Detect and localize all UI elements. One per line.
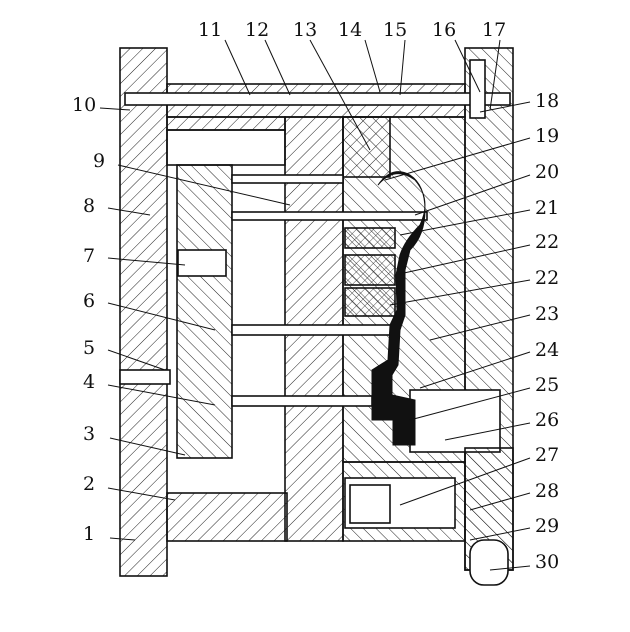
bolt-17 bbox=[469, 59, 486, 119]
leader-line-1 bbox=[109, 537, 136, 541]
leader-line-9 bbox=[117, 164, 291, 206]
insert-21 bbox=[344, 227, 396, 249]
upper-support bbox=[166, 116, 286, 131]
cavity-insert-top bbox=[342, 116, 391, 178]
leader-line-14 bbox=[364, 39, 381, 93]
leader-line-28 bbox=[469, 492, 531, 511]
leader-line-20 bbox=[414, 174, 531, 216]
leader-line-15 bbox=[399, 39, 406, 96]
leader-line-21 bbox=[399, 209, 531, 236]
leader-line-5 bbox=[107, 349, 166, 371]
part-label-20: 20 bbox=[535, 161, 559, 183]
ejector-plate bbox=[176, 164, 233, 459]
part-label-4: 4 bbox=[83, 371, 95, 393]
part-label-8: 8 bbox=[83, 195, 95, 217]
leader-line-2 bbox=[107, 487, 176, 501]
part-label-22: 22 bbox=[535, 267, 559, 289]
part-label-27: 27 bbox=[535, 444, 559, 466]
leader-line-17 bbox=[489, 39, 501, 111]
part-label-29: 29 bbox=[535, 515, 559, 537]
part-label-18: 18 bbox=[535, 90, 559, 112]
part-label-5: 5 bbox=[83, 337, 95, 359]
leader-line-22 bbox=[389, 279, 531, 306]
part-label-17: 17 bbox=[482, 19, 506, 41]
part-label-19: 19 bbox=[535, 125, 559, 147]
part-label-15: 15 bbox=[383, 19, 407, 41]
pin-9 bbox=[231, 174, 344, 184]
top-rod bbox=[124, 92, 511, 106]
part-label-30: 30 bbox=[535, 551, 559, 573]
part-label-9: 9 bbox=[93, 150, 105, 172]
knob-30 bbox=[469, 539, 509, 586]
leader-line-24 bbox=[419, 351, 531, 389]
bolt-5 bbox=[119, 369, 171, 385]
part-label-21: 21 bbox=[535, 197, 559, 219]
leader-line-25 bbox=[409, 387, 531, 421]
upper-frame bbox=[166, 129, 286, 166]
leader-line-22 bbox=[394, 244, 531, 276]
molded-part bbox=[371, 171, 426, 446]
part-label-1: 1 bbox=[83, 523, 95, 545]
part-label-14: 14 bbox=[338, 19, 362, 41]
leader-line-12 bbox=[264, 39, 291, 96]
leader-line-26 bbox=[444, 422, 531, 441]
part-label-2: 2 bbox=[83, 473, 95, 495]
bolt-7 bbox=[177, 249, 227, 277]
leader-line-13 bbox=[309, 39, 371, 151]
insert-22a bbox=[344, 254, 396, 286]
part-label-12: 12 bbox=[245, 19, 269, 41]
leader-line-8 bbox=[107, 207, 151, 216]
leader-line-11 bbox=[224, 39, 251, 96]
part-label-16: 16 bbox=[432, 19, 456, 41]
leader-lines bbox=[99, 39, 531, 571]
part-label-22: 22 bbox=[535, 231, 559, 253]
part-label-23: 23 bbox=[535, 303, 559, 325]
part-label-3: 3 bbox=[83, 423, 95, 445]
pin-4 bbox=[231, 395, 373, 407]
part-label-7: 7 bbox=[83, 245, 95, 267]
insert-22b bbox=[344, 287, 396, 317]
leader-line-3 bbox=[109, 437, 186, 456]
part-label-25: 25 bbox=[535, 374, 559, 396]
leader-line-30 bbox=[489, 565, 531, 571]
leader-line-23 bbox=[429, 314, 531, 341]
part-label-26: 26 bbox=[535, 409, 559, 431]
pin-8 bbox=[231, 211, 428, 221]
leader-line-16 bbox=[454, 39, 481, 93]
leader-line-10 bbox=[99, 107, 131, 111]
leader-line-6 bbox=[107, 302, 216, 331]
part-label-11: 11 bbox=[198, 19, 222, 41]
part-label-24: 24 bbox=[535, 339, 559, 361]
leader-line-7 bbox=[107, 257, 186, 266]
part-label-13: 13 bbox=[293, 19, 317, 41]
spring bbox=[349, 484, 391, 524]
leader-line-4 bbox=[107, 384, 216, 406]
part-label-6: 6 bbox=[83, 290, 95, 312]
leader-line-27 bbox=[399, 457, 531, 506]
part-label-28: 28 bbox=[535, 480, 559, 502]
leader-line-18 bbox=[479, 101, 531, 113]
bottom-support-plate bbox=[166, 492, 288, 542]
leader-line-29 bbox=[469, 527, 531, 541]
part-label-10: 10 bbox=[72, 94, 96, 116]
pin-6 bbox=[231, 324, 398, 336]
leader-line-19 bbox=[384, 137, 531, 181]
